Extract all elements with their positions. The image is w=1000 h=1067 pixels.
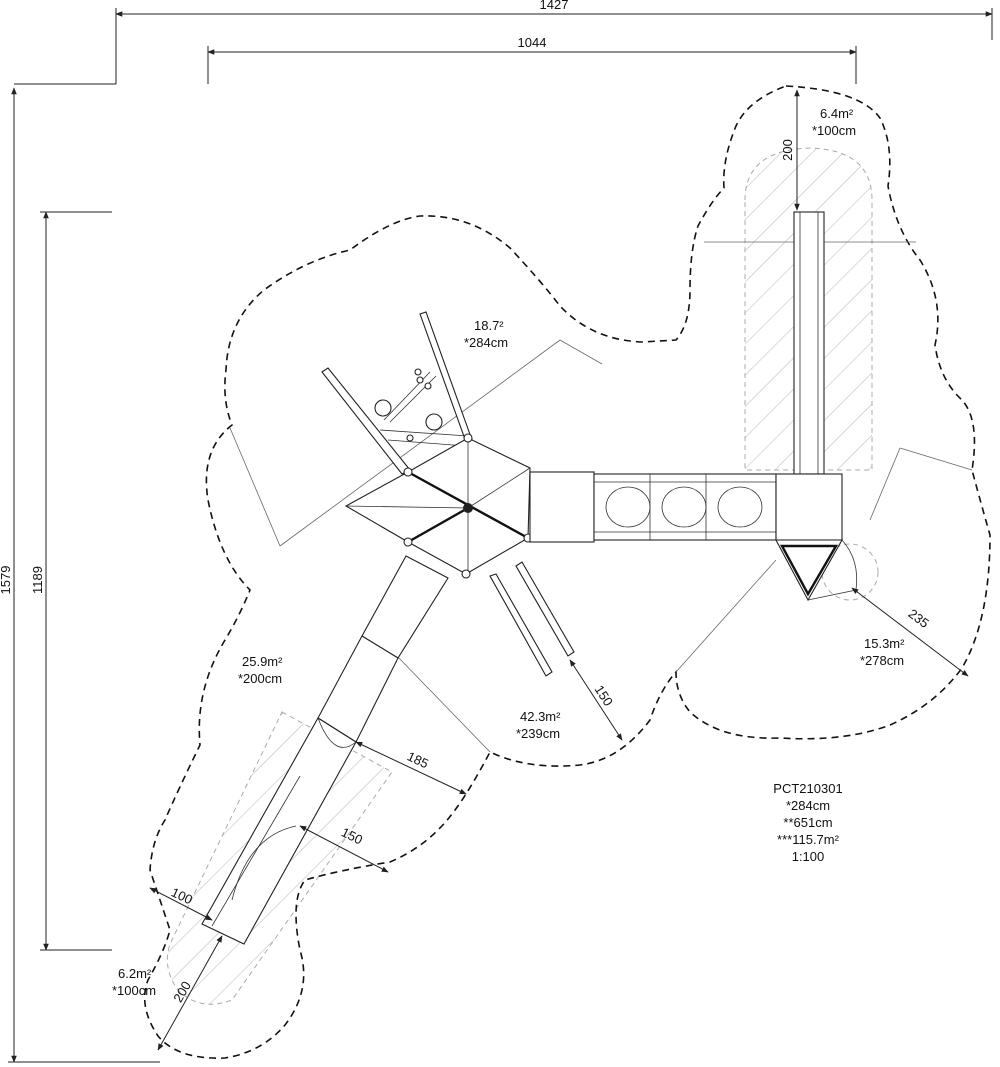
- zone-label-right: 15.3m² *278cm: [860, 636, 905, 668]
- dimension-overall-width: 1427: [14, 0, 993, 85]
- zone-slide-exit-height: *100cm: [112, 983, 156, 998]
- product-code: PCT210301: [773, 781, 842, 796]
- slide-inner-label: 150: [339, 824, 365, 847]
- product-line-3: ***115.7m²: [777, 832, 840, 847]
- zone-left-area: 25.9m²: [242, 654, 283, 669]
- inner-height-label: 1189: [30, 566, 45, 594]
- ramp-bars: [489, 561, 575, 677]
- product-scale: 1:100: [792, 849, 825, 864]
- top-zone-depth-label: 200: [780, 139, 795, 161]
- dimension-overall-height: 1579: [0, 87, 160, 1063]
- tube-slide: [201, 555, 449, 945]
- zone-top-right-area: 6.4m²: [820, 106, 854, 121]
- zone-right-height: *278cm: [860, 653, 904, 668]
- right-zone-depth-label: 235: [906, 606, 932, 631]
- hatched-area-right-circle: [821, 543, 879, 601]
- net-bridge: [593, 473, 777, 541]
- overall-width-label: 1427: [540, 0, 569, 12]
- product-line-2: **651cm: [783, 815, 832, 830]
- dimension-mid-zone: 150: [569, 659, 623, 741]
- central-hex-platform: [344, 433, 533, 579]
- triangle-platform: [775, 539, 858, 602]
- zone-label-top-left: 18.7² *284cm: [464, 318, 508, 350]
- bridge-platform-right: [775, 473, 843, 541]
- bridge-platform-left: [529, 471, 595, 543]
- zone-label-center: 42.3m² *239cm: [516, 709, 561, 741]
- dimension-slide-exit-width: 100: [149, 885, 213, 921]
- zone-center-height: *239cm: [516, 726, 560, 741]
- zone-top-left-height: *284cm: [464, 335, 508, 350]
- zone-label-slide-exit: 6.2m² *100cm: [112, 966, 156, 998]
- zone-label-top-right: 6.4m² *100cm: [812, 106, 856, 138]
- zone-label-left: 25.9m² *200cm: [238, 654, 283, 686]
- product-info-block: PCT210301 *284cm **651cm ***115.7m² 1:10…: [773, 781, 842, 864]
- slide-outer-label: 185: [405, 749, 431, 772]
- dimension-inner-height: 1189: [30, 211, 112, 951]
- zone-center-area: 42.3m²: [520, 709, 561, 724]
- inner-width-label: 1044: [518, 35, 547, 50]
- safety-zone-outline: [143, 85, 991, 1059]
- zone-top-left-area: 18.7²: [474, 318, 504, 333]
- mid-zone-depth-label: 150: [592, 682, 616, 708]
- zone-slide-exit-area: 6.2m²: [118, 966, 152, 981]
- overall-height-label: 1579: [0, 566, 13, 595]
- zone-right-area: 15.3m²: [864, 636, 905, 651]
- dimension-top-zone: 200: [780, 89, 800, 211]
- zone-top-right-height: *100cm: [812, 123, 856, 138]
- dimension-inner-width: 1044: [207, 35, 857, 84]
- zone-left-height: *200cm: [238, 671, 282, 686]
- climbing-ladder: [793, 211, 825, 475]
- product-line-1: *284cm: [786, 798, 830, 813]
